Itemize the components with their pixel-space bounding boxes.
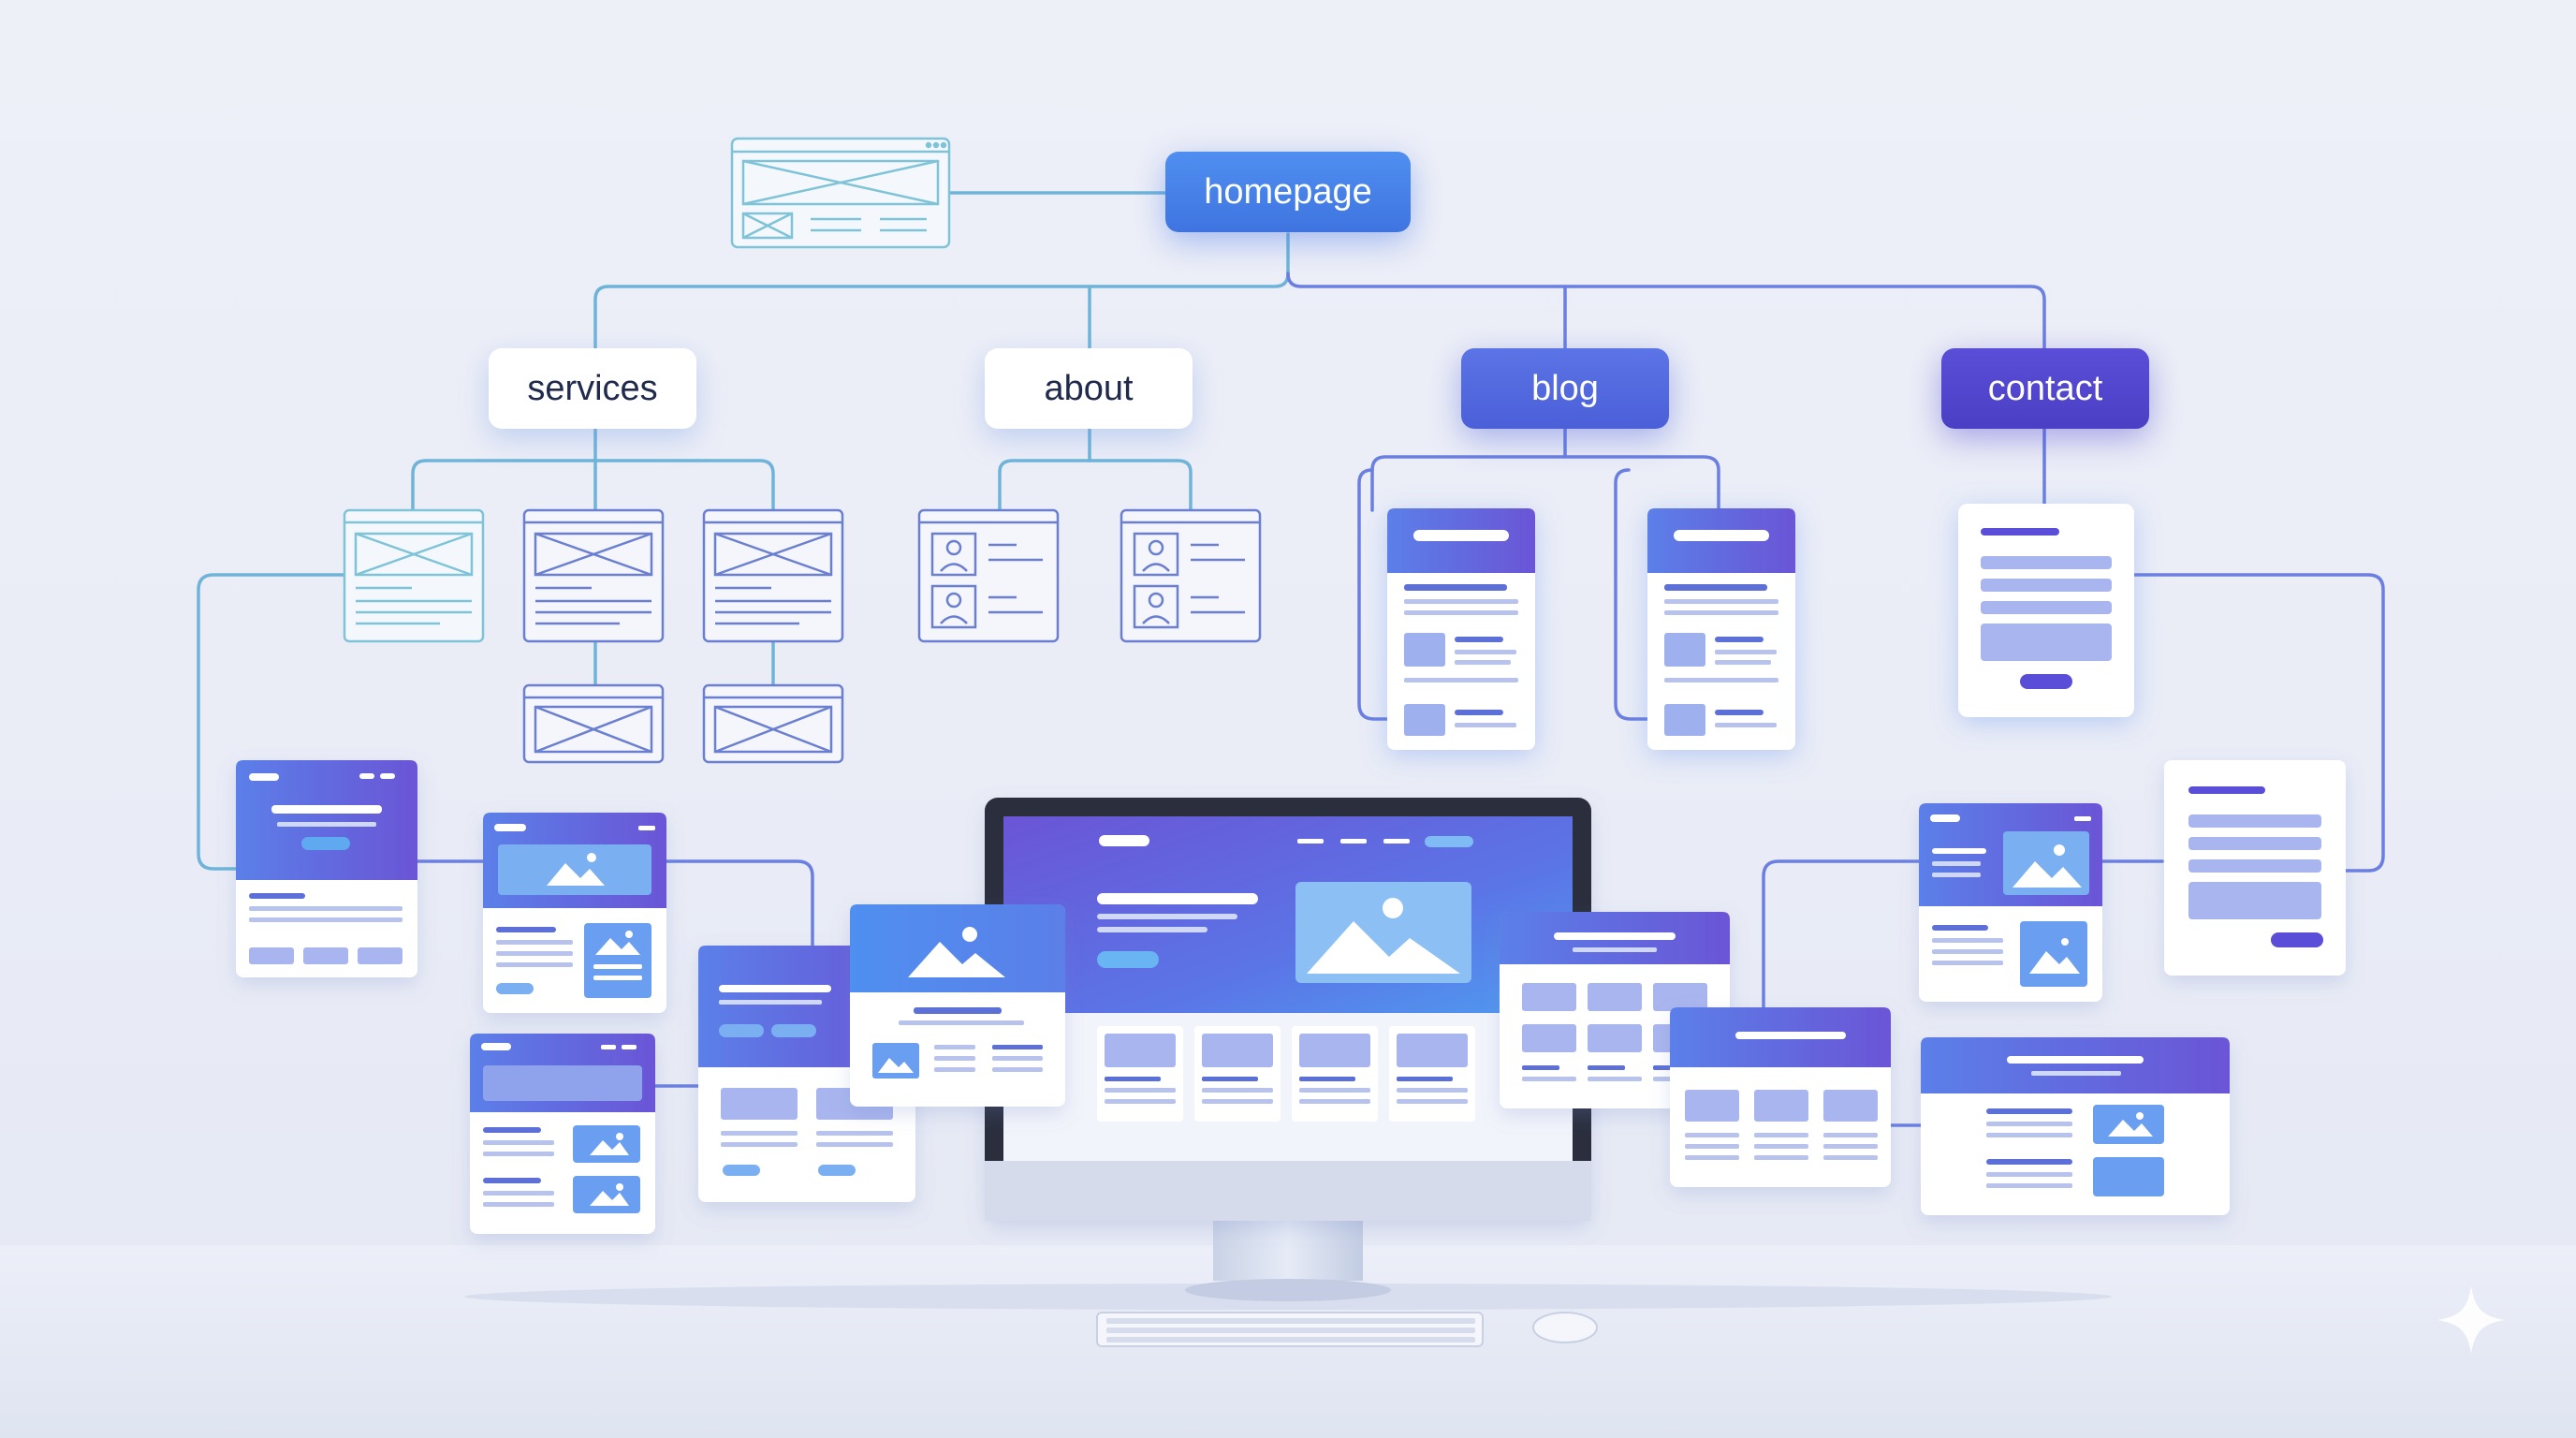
about-wireframes xyxy=(917,508,1262,643)
service-detail-card xyxy=(483,813,666,1013)
article-card xyxy=(850,904,1065,1107)
avatar-icon xyxy=(1133,584,1179,629)
node-about[interactable]: about xyxy=(985,348,1193,429)
mountain-image-icon xyxy=(1307,898,1460,974)
mountain-image-icon xyxy=(908,927,1005,977)
testimonial-card xyxy=(1921,1037,2230,1215)
monitor-stand-neck xyxy=(1213,1219,1363,1281)
portfolio-card xyxy=(470,1034,655,1234)
keyboard xyxy=(1096,1312,1484,1347)
contact-form-card-2 xyxy=(2164,760,2346,976)
landing-page-card xyxy=(236,760,417,977)
node-homepage[interactable]: homepage xyxy=(1165,152,1411,232)
blog-page-1 xyxy=(1387,508,1535,750)
avatar-icon xyxy=(1133,532,1179,577)
node-contact[interactable]: contact xyxy=(1941,348,2149,429)
product-list-card xyxy=(1670,1007,1891,1187)
node-services[interactable]: services xyxy=(489,348,696,429)
about-wireframe-1 xyxy=(917,508,1060,643)
services-wireframe-1 xyxy=(343,508,485,643)
mouse xyxy=(1532,1312,1598,1343)
about-wireframe-2 xyxy=(1120,508,1262,643)
node-blog[interactable]: blog xyxy=(1461,348,1669,429)
services-wireframe-5 xyxy=(702,683,844,764)
services-wireframes xyxy=(343,508,844,764)
mountain-image-icon xyxy=(2012,844,2082,888)
mountain-image-icon xyxy=(595,931,640,955)
sparkle-icon xyxy=(2437,1286,2505,1354)
monitor-stand-base xyxy=(1185,1279,1391,1301)
avatar-icon xyxy=(930,584,977,629)
contact-form-card xyxy=(1958,504,2134,717)
mountain-image-icon xyxy=(2029,938,2080,974)
services-wireframe-4 xyxy=(522,683,665,764)
screen-feature-cards xyxy=(1097,1026,1475,1122)
media-card xyxy=(1919,803,2102,1002)
mountain-image-icon xyxy=(2108,1112,2153,1137)
wireframe-homepage xyxy=(730,137,951,249)
avatar-icon xyxy=(930,532,977,577)
services-wireframe-3 xyxy=(702,508,844,643)
connectors xyxy=(197,191,2385,1127)
desktop-monitor xyxy=(985,798,1591,1301)
mountain-image-icon xyxy=(590,1133,629,1155)
mountain-image-icon xyxy=(547,853,605,886)
services-wireframe-2 xyxy=(522,508,665,643)
mountain-image-icon xyxy=(878,1058,914,1073)
mountain-image-icon xyxy=(590,1183,629,1206)
blog-page-2 xyxy=(1647,508,1795,750)
